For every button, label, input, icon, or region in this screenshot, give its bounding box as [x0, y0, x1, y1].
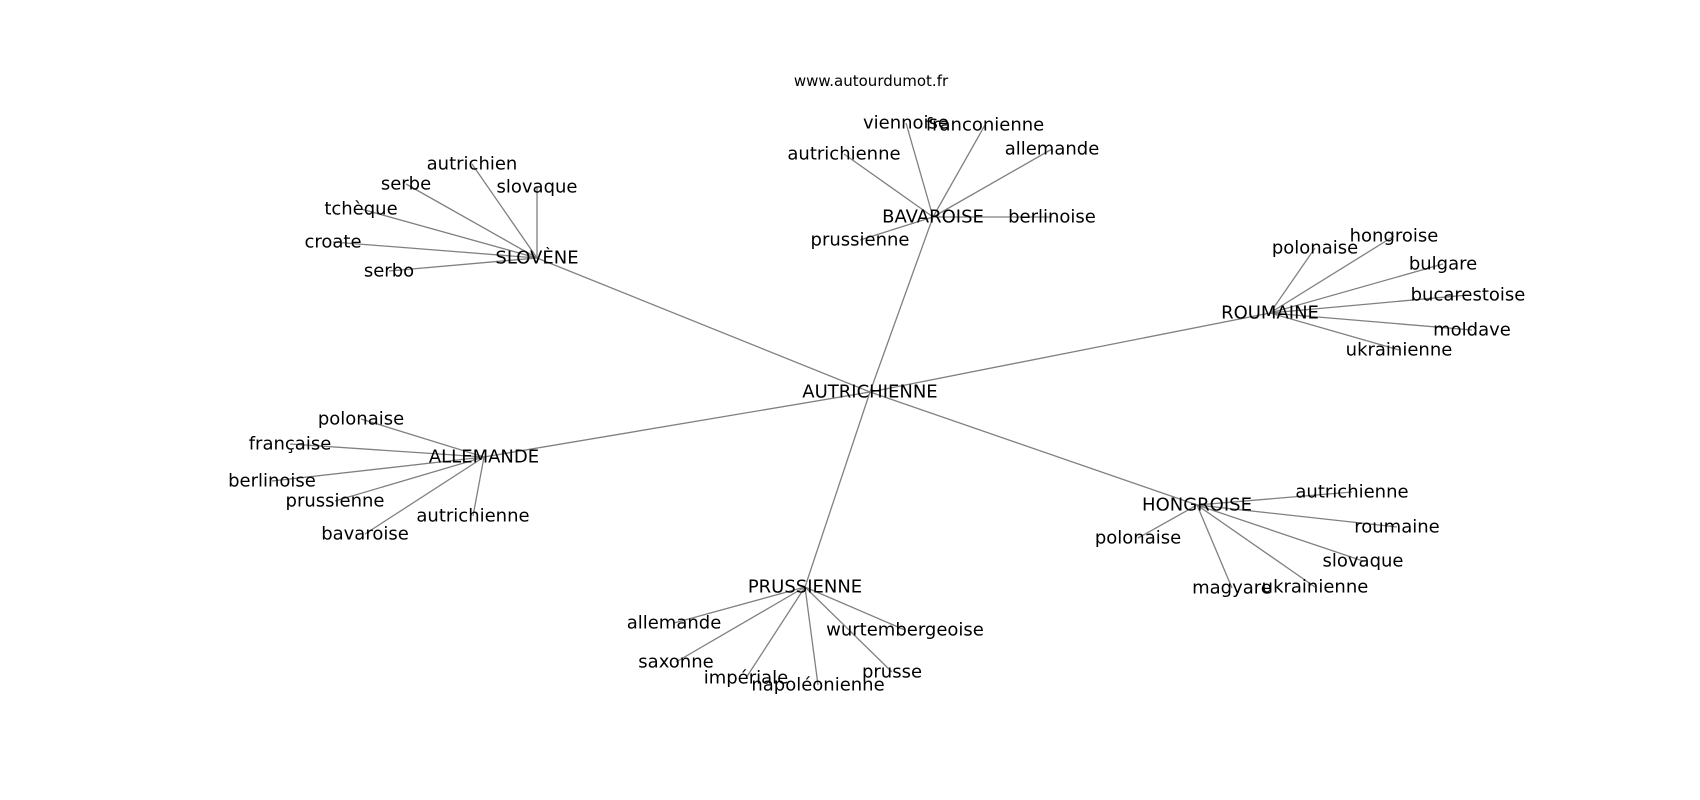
leaf-node-label: prussienne [811, 230, 910, 251]
edge-hub-to-leaf [1269, 294, 1469, 314]
leaf-node-label: polonaise [1095, 528, 1181, 549]
graph-edges [271, 122, 1473, 686]
edge-hub-to-leaf [673, 586, 806, 624]
edge-hub-to-leaf [859, 216, 934, 241]
edge-hub-to-leaf [1196, 491, 1353, 506]
leaf-node-label: slovaque [1323, 551, 1404, 572]
leaf-node-label: prussienne [286, 491, 385, 512]
edge-hub-to-leaf [332, 241, 538, 259]
hub-node-label: HONGROISE [1142, 495, 1252, 516]
edge-hub-to-leaf [1269, 312, 1473, 331]
leaf-node-label: bulgare [1409, 254, 1477, 275]
leaf-node-label: napoléonienne [751, 675, 884, 696]
leaf-node-label: wurtembergeoise [826, 620, 984, 641]
leaf-node-label: croate [304, 232, 361, 253]
edge-hub-to-leaf [388, 257, 538, 272]
leaf-node-label: prusse [862, 662, 922, 683]
leaf-node-label: ukrainienne [1262, 577, 1369, 598]
leaf-node-label: serbo [364, 261, 414, 282]
edge-hub-to-leaf [364, 456, 485, 535]
edge-hub-to-leaf [1196, 504, 1398, 528]
edge-hub-to-leaf [360, 208, 538, 259]
edge-center-to-hub [536, 257, 871, 393]
edge-center-to-hub [804, 391, 871, 588]
hub-node-label: BAVAROISE [882, 207, 984, 228]
edge-hub-to-leaf [675, 586, 806, 663]
edge-hub-to-leaf [1269, 247, 1316, 314]
edge-hub-to-leaf [471, 163, 538, 259]
hub-node-label: PRUSSIENNE [748, 577, 862, 598]
edge-center-to-hub [869, 391, 1198, 506]
leaf-node-label: autrichienne [787, 144, 900, 165]
edge-hub-to-leaf [932, 124, 986, 218]
edge-hub-to-leaf [472, 456, 485, 517]
edge-center-to-hub [869, 216, 934, 393]
leaf-node-label: franconienne [926, 115, 1044, 136]
edge-hub-to-leaf [1269, 235, 1395, 314]
leaf-node-label: allemande [1005, 139, 1100, 160]
leaf-node-label: slovaque [497, 177, 578, 198]
hub-node-label: SLOVÈNE [495, 247, 578, 269]
edge-hub-to-leaf [405, 183, 538, 259]
edge-hub-to-leaf [843, 153, 934, 218]
edge-hub-to-leaf [271, 456, 485, 482]
leaf-node-label: ukrainienne [1346, 340, 1453, 361]
edge-hub-to-leaf [932, 148, 1053, 218]
edge-hub-to-leaf [905, 122, 934, 218]
leaf-node-label: tchèque [324, 199, 397, 220]
leaf-node-label: saxonne [638, 652, 713, 673]
edge-hub-to-leaf [1137, 504, 1198, 539]
leaf-node-label: moldave [1433, 320, 1511, 341]
hub-node-label: ROUMAINE [1221, 303, 1319, 324]
leaf-node-label: autrichienne [1295, 482, 1408, 503]
leaf-node-label: autrichien [427, 154, 518, 175]
leaf-node-label: française [249, 434, 332, 455]
leaf-node-label: bucarestoise [1411, 285, 1526, 306]
center-node-label: AUTRICHIENNE [802, 382, 937, 403]
edge-hub-to-leaf [334, 456, 485, 502]
leaf-node-label: berlinoise [1008, 207, 1096, 228]
edge-hub-to-leaf [1269, 312, 1400, 351]
edge-center-to-hub [483, 391, 871, 458]
leaf-node-label: berlinoise [228, 471, 316, 492]
edge-hub-to-leaf [1196, 504, 1316, 588]
watermark: www.autourdumot.fr [793, 72, 949, 90]
edge-hub-to-leaf [289, 443, 485, 458]
edge-hub-to-leaf [804, 586, 906, 631]
leaf-node-label: bavaroise [321, 524, 409, 545]
edge-hub-to-leaf [1196, 504, 1364, 562]
leaf-node-label: magyare [1192, 578, 1272, 599]
edge-hub-to-leaf [1196, 504, 1233, 589]
leaf-node-label: roumaine [1354, 517, 1439, 538]
leaf-node-label: hongroise [1350, 226, 1439, 247]
leaf-node-label: viennoise [863, 113, 949, 134]
leaf-node-label: polonaise [318, 409, 404, 430]
leaf-node-label: autrichienne [416, 506, 529, 527]
leaf-node-label: polonaise [1272, 238, 1358, 259]
edge-hub-to-leaf [804, 586, 819, 686]
edge-hub-to-leaf [745, 586, 806, 679]
leaf-node-label: impériale [704, 668, 789, 689]
leaf-node-label: allemande [627, 613, 722, 634]
edge-hub-to-leaf [360, 418, 485, 458]
edge-hub-to-leaf [1269, 263, 1444, 314]
edge-hub-to-leaf [804, 586, 893, 673]
edge-center-to-hub [869, 312, 1271, 393]
leaf-node-label: serbe [381, 174, 431, 195]
hub-node-label: ALLEMANDE [429, 447, 539, 468]
